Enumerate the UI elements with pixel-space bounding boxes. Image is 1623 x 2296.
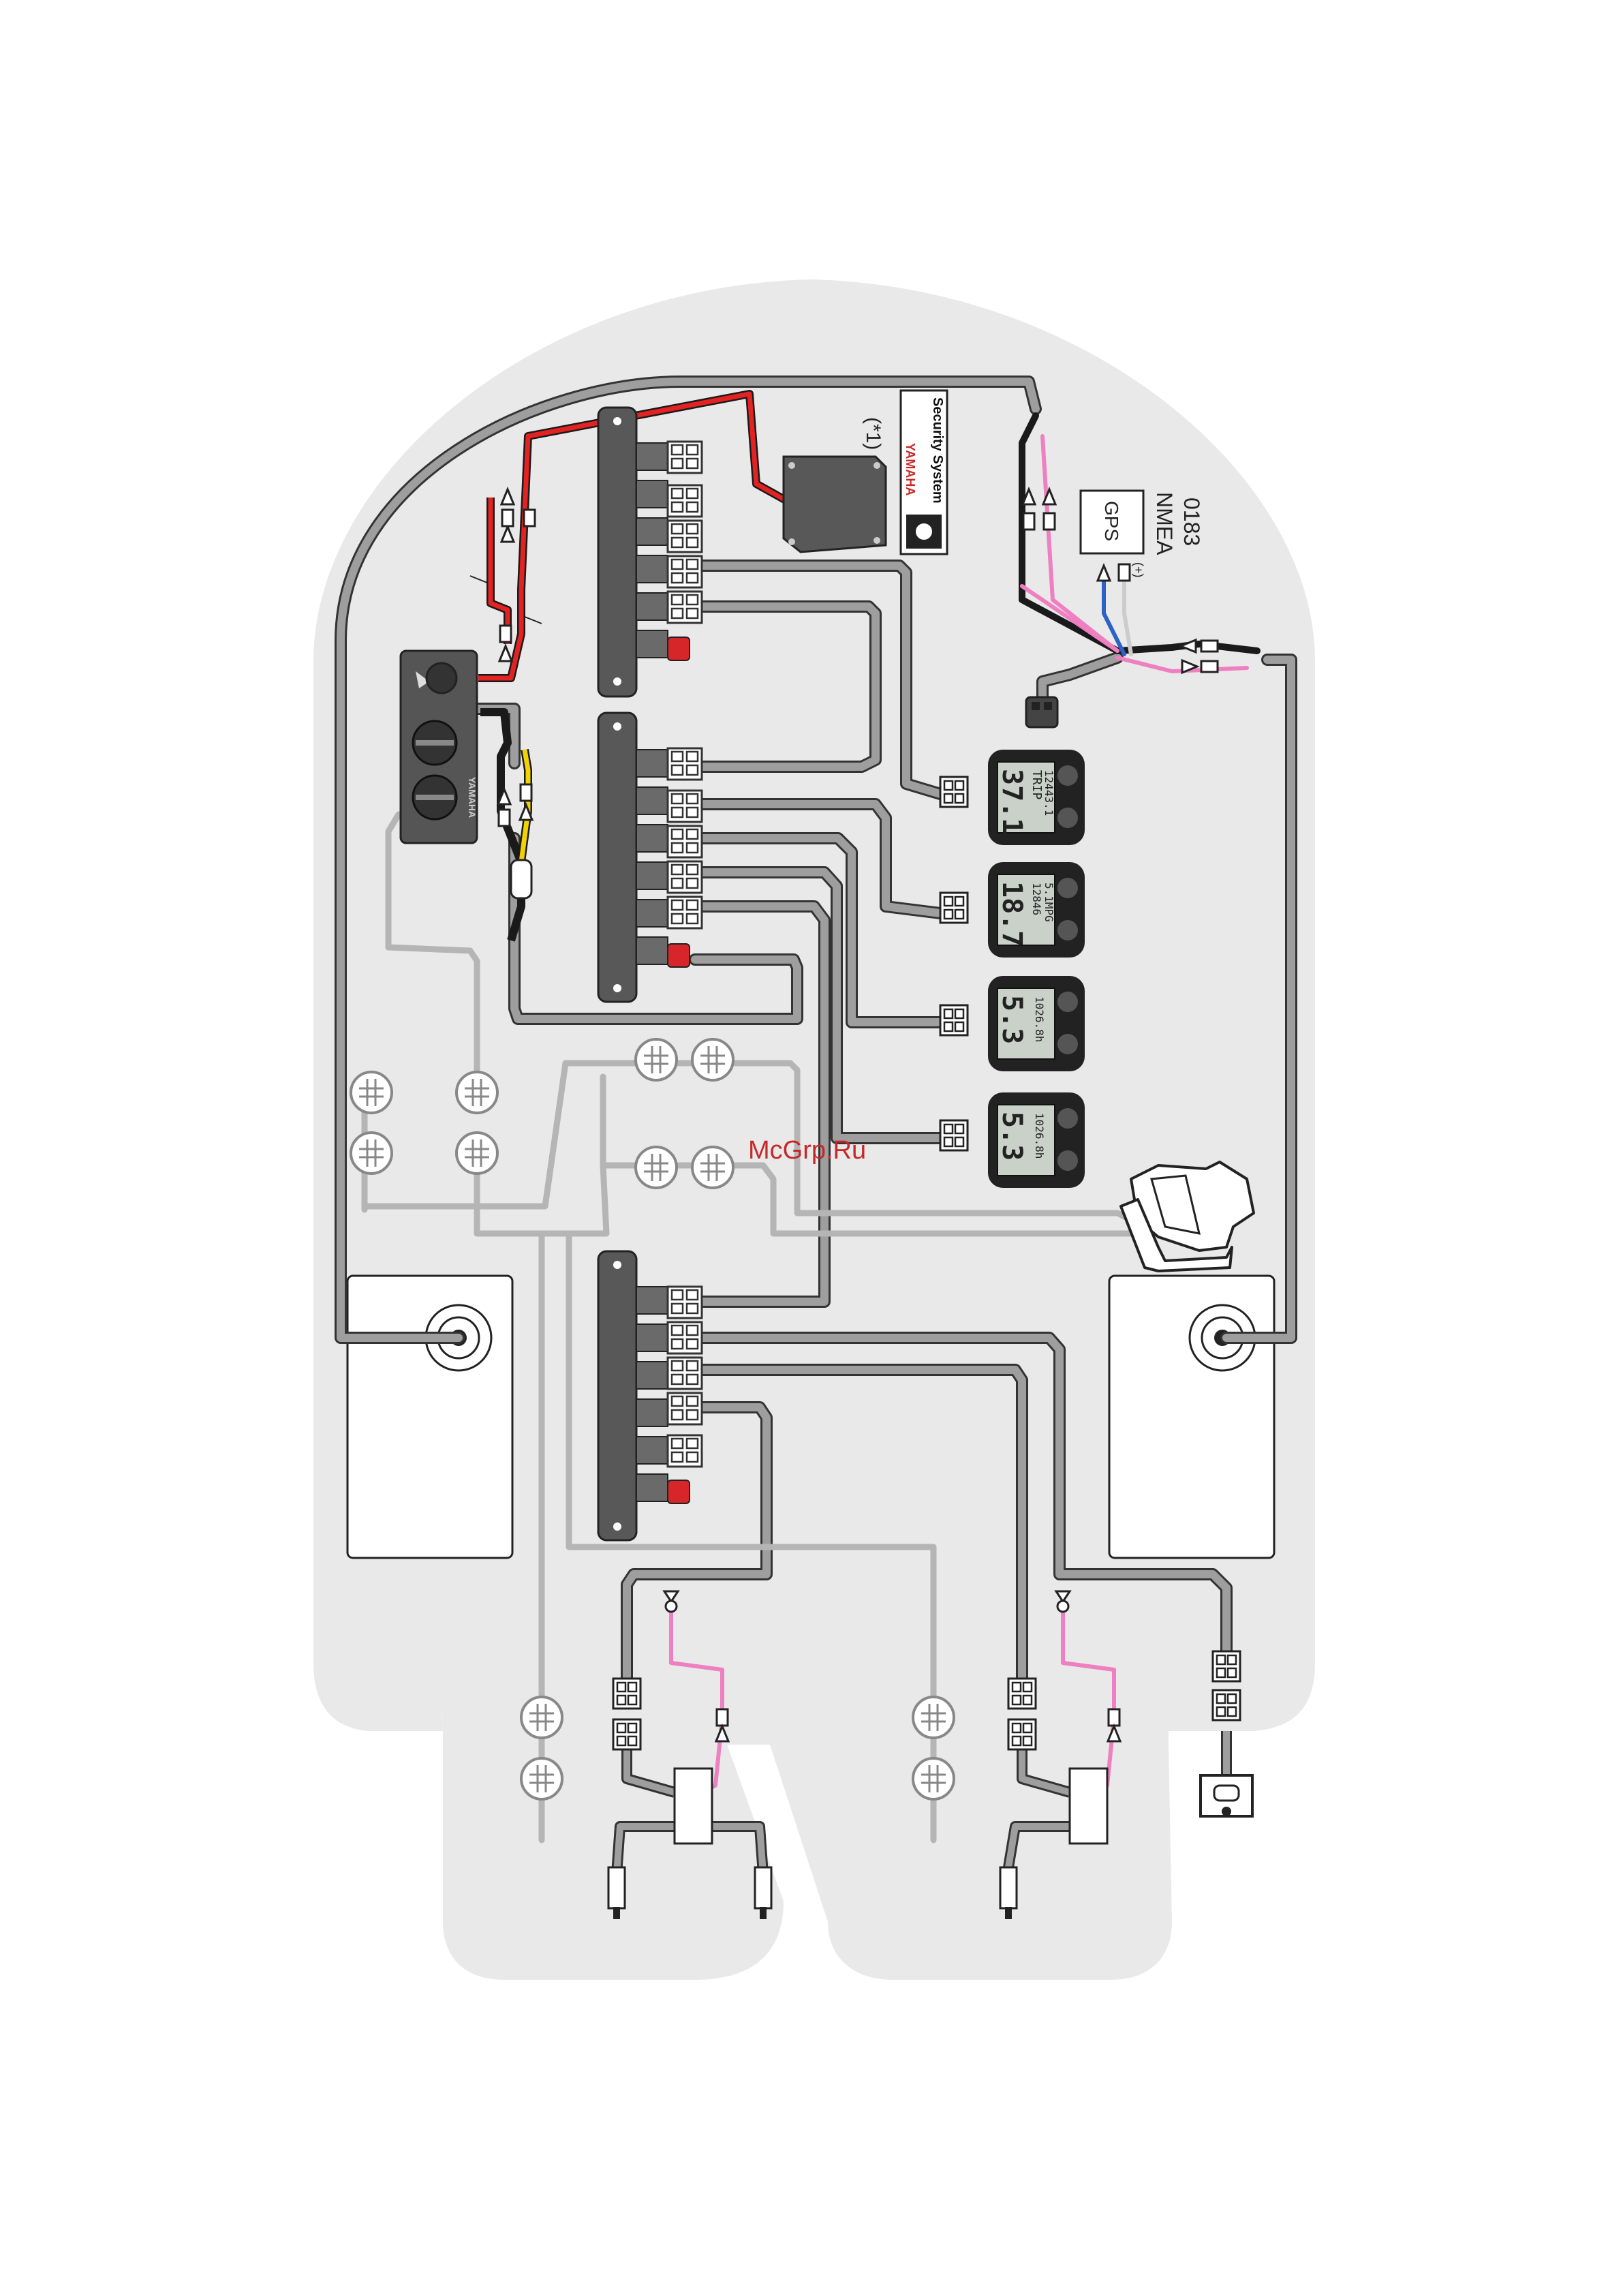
watermark: McGrp.Ru [748, 1136, 866, 1165]
buzzer-unit [1201, 1775, 1252, 1816]
gauge-3: 5.3 1026.8h [988, 976, 1085, 1071]
gauge-1-line1: TRIP [1030, 770, 1044, 800]
gauge-2-line1: 12846 [1030, 883, 1043, 915]
gauge-3-main: 5.3 [996, 995, 1027, 1044]
gps-connector [1026, 697, 1057, 727]
gauge-4-main: 5.3 [996, 1112, 1027, 1161]
polarity-label: (+) [1132, 562, 1145, 578]
security-title: Security System [930, 397, 945, 504]
port-fuel-tank [347, 1276, 512, 1558]
inline-filter [511, 860, 531, 898]
nmea-number: 0183 [1179, 498, 1204, 546]
note-label: (*1) [862, 417, 884, 450]
gauge-1: 37.1 TRIP 12443.1 [988, 750, 1085, 845]
security-system-label: YAMAHA Security System [901, 391, 947, 554]
switch-panel-brand: YAMAHA [467, 777, 478, 818]
gauge-3-line1: 1026.8h [1033, 996, 1046, 1042]
security-receiver [784, 457, 886, 552]
gauge-1-main: 37.1 [996, 769, 1027, 834]
main-switch-panel: YAMAHA [401, 651, 478, 843]
gauge-2-main: 18.7 [996, 881, 1027, 947]
security-brand: YAMAHA [903, 443, 917, 495]
gauge-1-line2: 12443.1 [1042, 770, 1055, 816]
nmea-label: NMEA [1152, 492, 1177, 555]
gauge-4: 5.3 1026.8h [988, 1092, 1085, 1188]
gps-receiver: GPS [1081, 491, 1143, 553]
gauge-2: 18.7 12846 5.1MPG [988, 862, 1085, 958]
gauge-2-line2: 5.1MPG [1042, 883, 1055, 922]
gauge-4-line1: 1026.8h [1033, 1113, 1046, 1159]
starboard-fuel-tank [1109, 1276, 1274, 1558]
gps-label: GPS [1101, 501, 1122, 541]
